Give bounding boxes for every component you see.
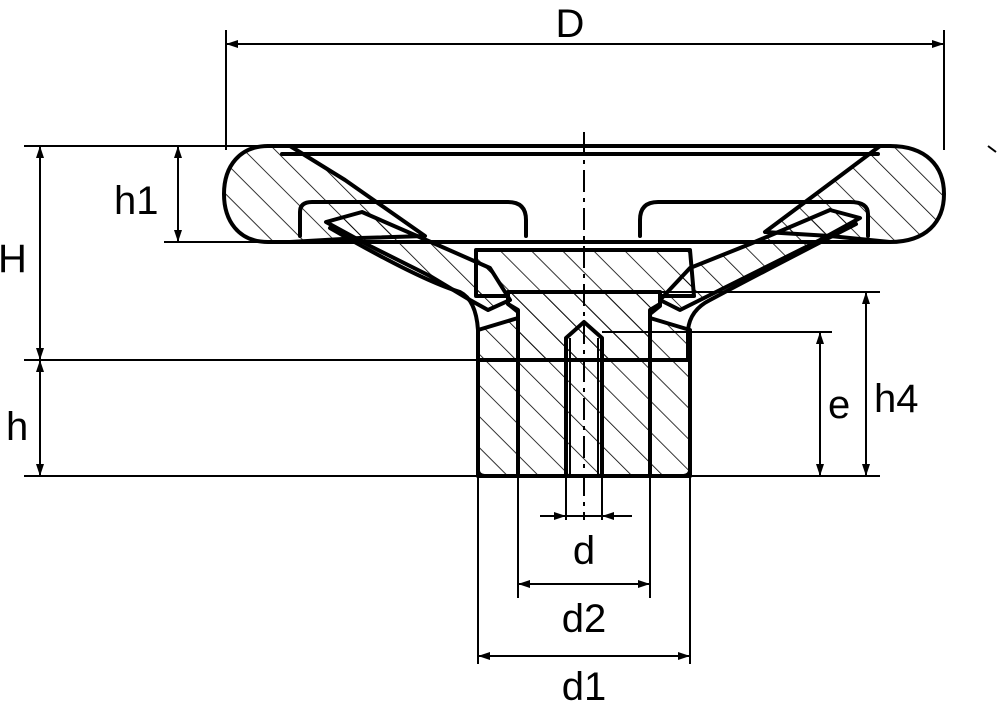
rim-slot-left: [298, 200, 528, 238]
spoke-left-contour: [328, 226, 480, 362]
edge-mark: [987, 145, 997, 153]
label-H: H: [0, 237, 27, 281]
label-d1: d1: [562, 665, 607, 702]
spoke-right-contour: [686, 222, 858, 362]
label-e: e: [828, 383, 850, 427]
label-h4: h4: [874, 377, 919, 421]
label-d2: d2: [562, 597, 607, 641]
label-d: d: [573, 529, 595, 573]
rim-slot-right: [638, 200, 870, 238]
d-arrow-right: [602, 512, 614, 520]
spoke-left-section: [324, 210, 512, 312]
hub-web-left: [476, 316, 520, 362]
d-arrow-left: [554, 512, 566, 520]
hub-web-right: [648, 316, 692, 362]
label-h: h: [6, 405, 28, 449]
hub-body-section-right: [648, 358, 692, 478]
spoke-right-section: [658, 208, 862, 312]
hub-body-section: [476, 358, 520, 478]
label-h1: h1: [114, 179, 159, 223]
label-D: D: [556, 2, 585, 46]
